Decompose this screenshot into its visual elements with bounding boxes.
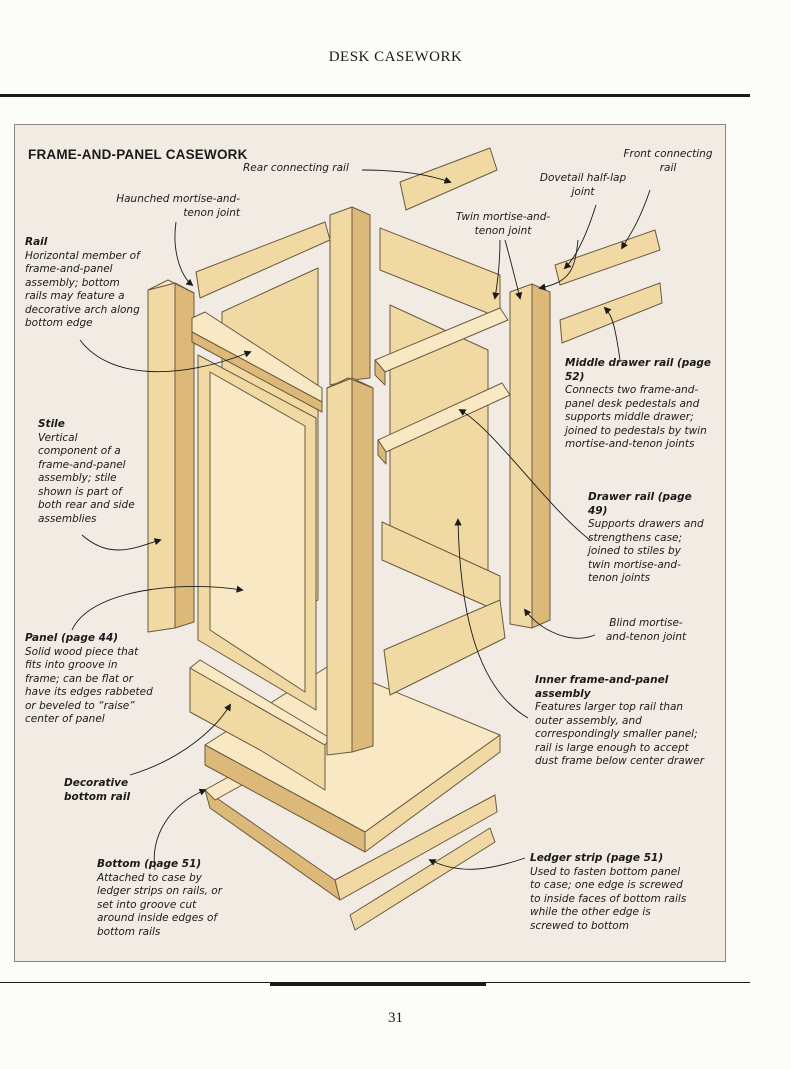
label-bottom: Bottom (page 51) Attached to case by led… [97, 858, 222, 939]
inner-frame-title: Inner frame-and-panel assembly [535, 674, 669, 700]
stile-title: Stile [38, 418, 65, 430]
label-decorative-bottom-rail: Decorative bottom rail [64, 777, 131, 803]
middle-drawer-rail-shape [559, 282, 663, 344]
label-haunched-mortise: Haunched mortise-and-tenon joint [116, 193, 240, 219]
figure-title: FRAME-AND-PANEL CASEWORK [28, 147, 248, 162]
drawer-rail-upper [374, 307, 509, 386]
inner-bottom-rail [381, 521, 506, 696]
panel-title: Panel (page 44) [25, 632, 119, 644]
label-drawer-rail: Drawer rail (page 49) Supports drawers a… [588, 491, 706, 586]
ledger-strip-title: Ledger strip (page 51) [530, 852, 664, 864]
middle-drawer-rail-desc: Connects two frame-and-panel desk pedest… [565, 384, 707, 450]
right-top-rail [379, 227, 501, 319]
label-dovetail-half-lap: Dovetail half-lap joint [539, 172, 627, 198]
drawer-rail-title: Drawer rail (page 49) [588, 491, 692, 517]
bottom-desc: Attached to case by ledger strips on rai… [97, 871, 223, 938]
label-middle-drawer-rail: Middle drawer rail (page 52) Connects tw… [565, 357, 715, 452]
running-header: DESK CASEWORK [328, 49, 463, 65]
page-number: 31 [388, 1010, 403, 1026]
ledger-strip-desc: Used to fasten bottom panel to case; one… [530, 865, 687, 932]
rear-connecting-rail-shape [399, 147, 498, 211]
label-inner-frame: Inner frame-and-panel assembly Features … [535, 674, 713, 769]
panel-desc: Solid wood piece that fits into groove i… [25, 645, 153, 726]
top-rail-front [191, 311, 323, 413]
rail-title: Rail [25, 236, 48, 248]
label-rail: Rail Horizontal member of frame-and-pane… [25, 236, 143, 331]
side-panel [197, 354, 317, 711]
bottom-title: Bottom (page 51) [97, 858, 202, 870]
front-left-stile [326, 377, 374, 756]
drawer-rail-desc: Supports drawers and strengthens case; j… [588, 518, 704, 584]
label-twin-mortise: Twin mortise-and-tenon joint [455, 211, 551, 237]
front-connecting-rail-shape [554, 229, 661, 286]
rear-left-stile [147, 279, 195, 633]
label-stile: Stile Vertical component of a frame-and-… [38, 418, 138, 526]
label-rear-connecting-rail: Rear connecting rail [243, 162, 349, 174]
label-blind-mortise: Blind mortise-and-tenon joint [605, 617, 687, 643]
inner-frame-desc: Features larger top rail than outer asse… [535, 701, 705, 767]
front-right-stile [509, 283, 551, 629]
rail-desc: Horizontal member of frame-and-panel ass… [25, 249, 140, 330]
center-rear-stile [329, 206, 371, 386]
label-ledger-strip: Ledger strip (page 51) Used to fasten bo… [530, 852, 690, 933]
stile-desc: Vertical component of a frame-and-panel … [38, 431, 135, 525]
decorative-bottom-rail [189, 659, 331, 791]
bottom-thick-rule [270, 982, 486, 986]
middle-drawer-rail-title: Middle drawer rail (page 52) [565, 357, 712, 383]
top-rule [0, 94, 750, 97]
label-front-connecting-rail: Front connecting rail [623, 148, 713, 174]
label-panel: Panel (page 44) Solid wood piece that fi… [25, 632, 155, 727]
